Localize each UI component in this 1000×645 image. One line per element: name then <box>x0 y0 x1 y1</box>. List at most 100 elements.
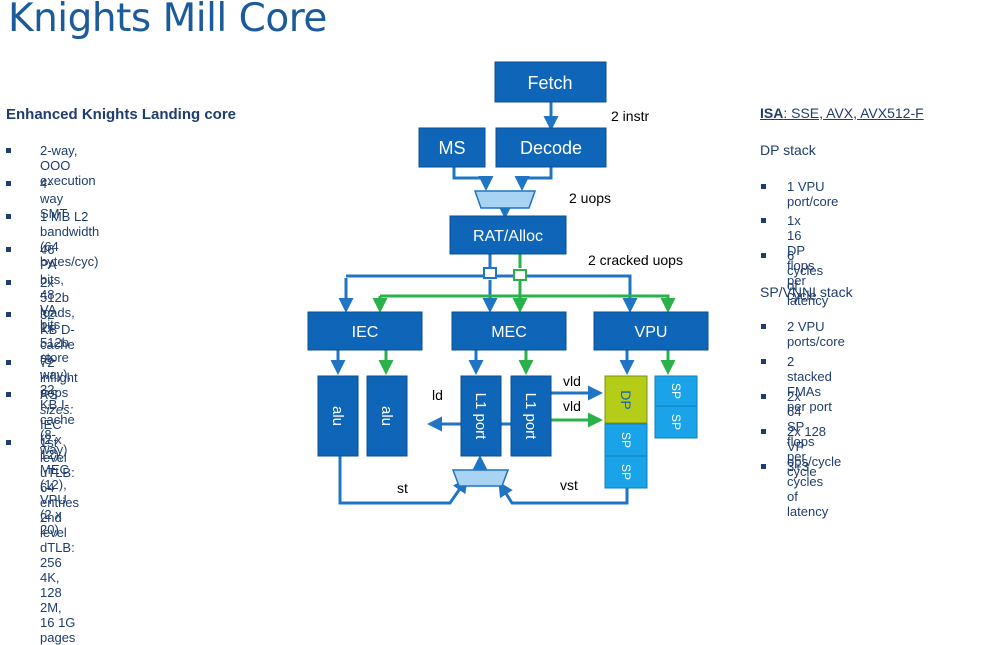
ms-box <box>418 127 486 168</box>
sp-heading: SP/VNNI stack <box>760 284 853 300</box>
vld-note-2: vld <box>563 398 581 414</box>
ms-label: MS <box>439 138 466 158</box>
bullet-text: IEC (2 x 12), MEC (12), VPU (2 x 20) <box>40 417 69 537</box>
list-item: 46 PA bits, 48 VA bits <box>6 242 64 332</box>
st-note: st <box>397 480 408 496</box>
list-item: 1x 16 DP flops per cycle <box>761 213 817 303</box>
rat-alloc-label: RAT/Alloc <box>473 228 543 245</box>
l1-port-box-2 <box>510 375 552 457</box>
dp-box <box>604 375 648 424</box>
l1-port-box-1 <box>460 375 502 457</box>
mec-label: MEC <box>491 324 527 341</box>
list-item: 1 MB L2 bandwidth (64 bytes/cyc) <box>6 209 100 269</box>
store-mux <box>451 469 510 487</box>
alu-box-2 <box>366 375 408 457</box>
bullet-text: 6 cycles of latency <box>787 248 829 308</box>
bullet-icon <box>761 218 766 223</box>
list-item: 1 VPU port/core <box>761 179 839 209</box>
list-item: 2x 128 VP ops/cycle <box>761 424 842 469</box>
cracked-uops-note: 2 cracked uops <box>588 252 683 268</box>
sp-label-1: SP <box>619 432 633 448</box>
list-item: 2 stacked FMAs per port <box>761 354 832 414</box>
bullet-icon <box>6 312 11 317</box>
page-title: Knights Mill Core <box>8 0 327 41</box>
bullet-text: 2-way, OOO execution <box>40 143 96 188</box>
bullet-icon <box>6 148 11 153</box>
core-pipeline-diagram: Fetch MS Decode RAT/Alloc IEC MEC VPU al… <box>307 61 709 505</box>
isa-line: ISA: SSE, AVX, AVX512-F <box>760 105 924 121</box>
list-item: RS sizes: IEC (2 x 12), MEC (12), VPU (2… <box>6 387 74 537</box>
fetch-box <box>494 61 607 103</box>
sp-label-3: SP <box>669 383 683 399</box>
alu-label-1: alu <box>329 406 346 426</box>
list-item: 2-way, OOO execution <box>6 143 96 188</box>
left-heading: Enhanced Knights Landing core <box>6 106 237 123</box>
blue-split-node <box>483 267 497 279</box>
ld-note: ld <box>432 387 443 403</box>
dp-heading: DP stack <box>760 142 816 158</box>
alu-label-2: alu <box>378 406 395 426</box>
list-item: 4-way SMT <box>6 176 68 221</box>
sp-box-4 <box>654 405 698 439</box>
bullet-icon <box>761 184 766 189</box>
bullet-text: 3+3 cycles of latency <box>787 459 829 519</box>
vpu-box <box>593 311 709 351</box>
sp-box-1 <box>604 423 648 457</box>
isa-label: ISA <box>760 105 784 121</box>
bullet-text: 32 KB D-cache (8-way), 32 KB I-cache (8-… <box>40 307 75 457</box>
rat-alloc-box <box>449 215 567 255</box>
bullet-text: 1 MB L2 bandwidth (64 bytes/cyc) <box>40 209 100 269</box>
bullet-text: 2x 512b loads, 1x 512b store <box>40 275 75 365</box>
l1-port-label-1: L1 port <box>472 393 489 441</box>
instr-note: 2 instr <box>611 108 649 124</box>
list-item: 6 cycles of latency <box>761 248 829 308</box>
iec-box <box>307 311 423 351</box>
isa-value: : SSE, AVX, AVX512-F <box>783 105 924 121</box>
decode-label: Decode <box>520 138 582 158</box>
list-item: 2x 64 SP flops per cycle <box>761 389 817 479</box>
bullet-icon <box>761 464 766 469</box>
uops-note: 2 uops <box>569 190 611 206</box>
vpu-label: VPU <box>635 324 668 341</box>
bullet-icon <box>6 392 11 397</box>
blue-fanout <box>346 274 638 313</box>
bullet-text: 1 VPU port/core <box>787 179 839 209</box>
ms-mux-arrow <box>452 167 494 191</box>
bullet-text: 2 VPU ports/core <box>787 319 845 349</box>
bullet-text: 46 PA bits, 48 VA bits <box>40 242 64 332</box>
bullet-text: 2 stacked FMAs per port <box>787 354 832 414</box>
bullet-icon <box>6 280 11 285</box>
list-item: 72 inflight uops <box>6 355 78 400</box>
bullet-text: 4-way SMT <box>40 176 68 221</box>
bullet-icon <box>761 359 766 364</box>
decode-box <box>495 127 607 168</box>
decode-mux <box>473 190 537 209</box>
bullet-icon <box>6 181 11 186</box>
bullet-icon <box>6 247 11 252</box>
sp-label-2: SP <box>619 464 633 480</box>
bullet-text: 72 inflight uops <box>40 355 78 400</box>
vld-note-1: vld <box>563 373 581 389</box>
bullet-icon <box>6 440 11 445</box>
green-split-node <box>513 269 527 281</box>
green-fanout <box>380 294 676 313</box>
vst-note: vst <box>560 477 578 493</box>
mec-box <box>451 311 567 351</box>
iec-label: IEC <box>352 324 379 341</box>
dp-label: DP <box>618 390 634 409</box>
l1-port-label-2: L1 port <box>522 393 539 441</box>
list-item: 2 VPU ports/core <box>761 319 845 349</box>
bullet-text: 1x 16 DP flops per cycle <box>787 213 817 303</box>
sp-label-4: SP <box>669 414 683 430</box>
decode-mux-arrow <box>514 167 553 191</box>
alu-box-1 <box>317 375 359 457</box>
bullet-icon <box>761 394 766 399</box>
bullet-icon <box>761 429 766 434</box>
bullet-icon <box>6 214 11 219</box>
bullet-prefix: RS sizes: <box>40 387 74 417</box>
st-arrow <box>338 456 468 505</box>
bullet-text: 2x 128 VP ops/cycle <box>787 424 842 469</box>
bullet-icon <box>761 253 766 258</box>
list-item: 3+3 cycles of latency <box>761 459 829 519</box>
list-item: 32 KB D-cache (8-way), 32 KB I-cache (8-… <box>6 307 75 457</box>
